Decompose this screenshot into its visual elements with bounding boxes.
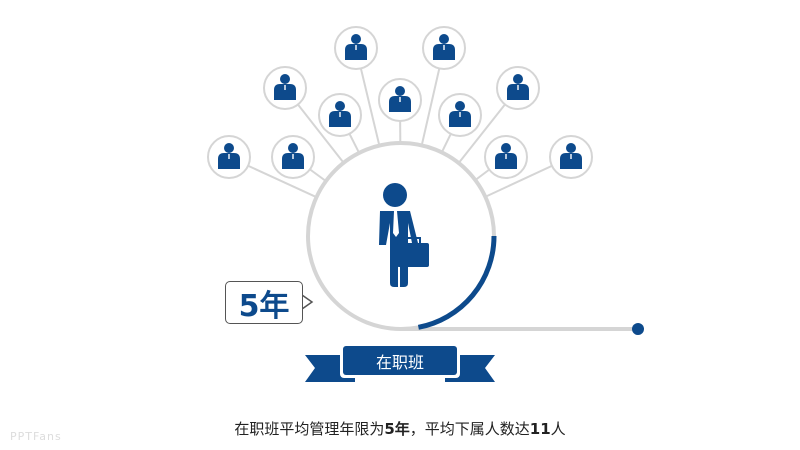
- caption-middle: ，平均下属人数达: [409, 420, 530, 438]
- subordinate-node: [484, 135, 528, 179]
- person-icon: [449, 101, 471, 127]
- subordinate-node: [378, 78, 422, 122]
- years-value: 5年: [238, 288, 290, 324]
- ribbon-label: 在职班: [375, 352, 424, 372]
- subordinate-node: [334, 26, 378, 70]
- person-icon: [495, 143, 517, 169]
- manager-icon: [379, 183, 429, 287]
- callout-pointer: [301, 293, 314, 311]
- subordinate-icons: [207, 26, 593, 179]
- person-icon: [218, 143, 240, 169]
- watermark: PPTFans: [10, 430, 62, 443]
- subordinate-node: [422, 26, 466, 70]
- years-callout: 5年: [225, 281, 303, 324]
- caption-years: 5年: [384, 420, 410, 438]
- ribbon: [305, 343, 495, 382]
- person-icon: [282, 143, 304, 169]
- subordinate-node: [496, 66, 540, 110]
- subordinate-node: [271, 135, 315, 179]
- caption-prefix: 在职班平均管理年限为: [234, 420, 385, 438]
- person-icon: [389, 86, 411, 112]
- subordinate-node: [438, 93, 482, 137]
- person-icon: [274, 74, 296, 100]
- timeline-endpoint: [632, 323, 644, 335]
- caption-count: 11: [529, 420, 551, 438]
- subordinate-node: [549, 135, 593, 179]
- subordinate-node: [318, 93, 362, 137]
- caption-suffix: 人: [550, 420, 566, 438]
- person-icon: [345, 34, 367, 60]
- person-icon: [560, 143, 582, 169]
- progress-arc: [417, 235, 497, 330]
- caption: 在职班平均管理年限为5年，平均下属人数达11人: [0, 418, 800, 439]
- subordinate-node: [207, 135, 251, 179]
- person-icon: [329, 101, 351, 127]
- subordinate-node: [263, 66, 307, 110]
- person-icon: [507, 74, 529, 100]
- person-icon: [433, 34, 455, 60]
